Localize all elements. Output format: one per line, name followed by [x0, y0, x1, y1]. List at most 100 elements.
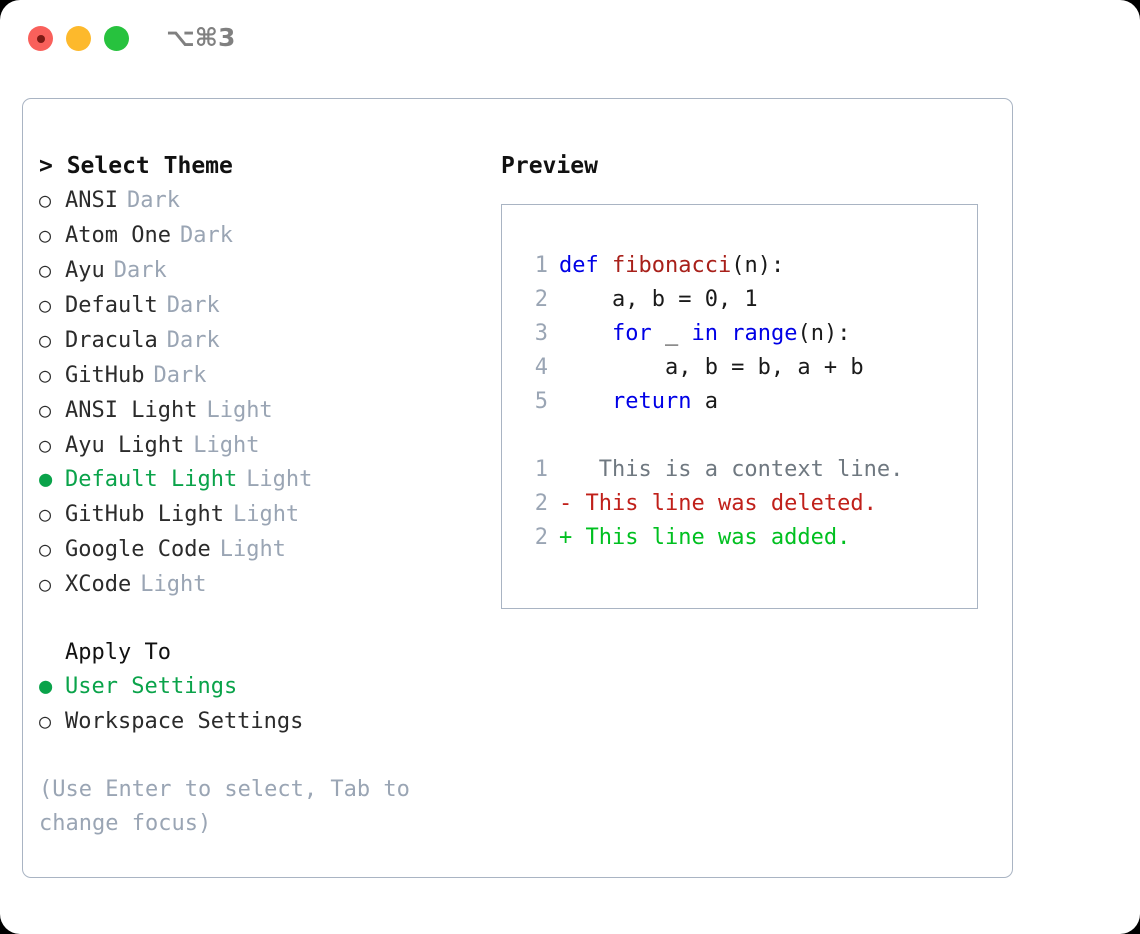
theme-option-category: Light [219, 537, 286, 562]
radio-icon: ○ [39, 328, 52, 352]
theme-option-label: ANSI Light [65, 398, 198, 423]
diff-line-deleted: 2 - This line was deleted. [518, 487, 977, 521]
line-number: 2 [534, 525, 548, 550]
radio-icon: ○ [39, 188, 52, 212]
window-titlebar: ⌥⌘3 [0, 0, 1140, 78]
diff-text: This line was added. [572, 525, 851, 550]
code-blank-line [518, 419, 977, 453]
theme-option-category: Dark [166, 293, 220, 318]
diff-text: This line was deleted. [572, 491, 877, 516]
maximize-window-button[interactable] [104, 26, 129, 51]
theme-option-label: Google Code [65, 537, 211, 562]
theme-option-label: GitHub Light [65, 502, 224, 527]
theme-option-dracula-dark[interactable]: ○ Dracula Dark [39, 323, 469, 358]
radio-icon: ○ [39, 433, 52, 457]
theme-option-category: Light [206, 398, 273, 423]
apply-to-section: Apply To ● User Settings ○ Workspace Set… [39, 636, 469, 739]
diff-line-added: 2 + This line was added. [518, 521, 977, 555]
theme-option-label: XCode [65, 572, 132, 597]
theme-option-category: Dark [153, 363, 207, 388]
code-token-plain: a [691, 389, 718, 414]
radio-icon: ○ [39, 398, 52, 422]
theme-option-list: ○ ANSI Dark ○ Atom One Dark ○ Ayu Dark [39, 183, 469, 602]
theme-option-label: Ayu Light [65, 433, 185, 458]
line-number: 1 [534, 457, 548, 482]
close-window-button[interactable] [28, 26, 53, 51]
radio-selected-icon: ● [39, 467, 53, 492]
diff-marker: + [559, 525, 573, 550]
code-token-keyword: return [611, 389, 692, 414]
theme-option-category: Light [140, 572, 207, 597]
line-number: 2 [534, 287, 548, 312]
code-token-plain [559, 317, 612, 351]
theme-option-label: Ayu [65, 258, 105, 283]
theme-selection-pane: > Select Theme ○ ANSI Dark ○ Atom One Da… [39, 149, 469, 841]
code-line: 1 def fibonacci (n): [518, 249, 977, 283]
theme-option-ansi-light[interactable]: ○ ANSI Light Light [39, 393, 469, 428]
theme-option-label: ANSI [65, 188, 118, 213]
radio-icon: ○ [39, 572, 52, 596]
code-token-plain: a, b = b, a + b [559, 355, 864, 380]
select-theme-heading: > Select Theme [39, 153, 233, 179]
theme-option-google-code[interactable]: ○ Google Code Light [39, 532, 469, 567]
code-token-plain: (n): [797, 321, 851, 346]
theme-option-label: Atom One [65, 223, 171, 248]
theme-option-github-dark[interactable]: ○ GitHub Dark [39, 358, 469, 393]
code-token-plain: (n): [731, 253, 785, 278]
theme-option-label: Default [65, 293, 158, 318]
code-token-plain [718, 317, 731, 351]
line-number: 1 [534, 253, 548, 278]
theme-option-category: Dark [113, 258, 167, 283]
radio-icon: ○ [39, 223, 52, 247]
theme-option-category: Dark [166, 328, 220, 353]
theme-option-category: Light [232, 502, 300, 527]
diff-line-context: 1 This is a context line. [518, 453, 977, 487]
theme-option-category: Dark [126, 188, 180, 213]
theme-option-label: GitHub [65, 363, 145, 388]
theme-option-github-light[interactable]: ○ GitHub Light Light [39, 497, 469, 532]
diff-marker: - [559, 491, 573, 516]
apply-to-option-workspace-settings[interactable]: ○ Workspace Settings [39, 704, 469, 739]
preview-heading: Preview [501, 153, 598, 179]
apply-to-option-label: Workspace Settings [65, 709, 304, 734]
theme-option-category: Light [246, 467, 313, 492]
code-token-keyword: for [611, 321, 652, 346]
apply-to-option-label: User Settings [65, 674, 238, 699]
keyboard-hint-text: (Use Enter to select, Tab to change focu… [39, 777, 424, 836]
code-line: 4 a, b = b, a + b [518, 351, 977, 385]
theme-option-default-light[interactable]: ● Default Light Light [39, 463, 469, 497]
code-token-keyword: in [691, 321, 718, 346]
traffic-light-group [28, 26, 129, 51]
apply-to-heading: Apply To [65, 640, 171, 665]
code-token-plain: _ [651, 321, 692, 346]
radio-icon: ○ [39, 537, 52, 561]
radio-icon: ○ [39, 363, 52, 387]
theme-option-ayu-dark[interactable]: ○ Ayu Dark [39, 253, 469, 288]
code-token-keyword: def [559, 253, 612, 278]
theme-option-ayu-light[interactable]: ○ Ayu Light Light [39, 428, 469, 463]
theme-option-category: Light [193, 433, 260, 458]
line-number: 3 [534, 321, 548, 346]
radio-selected-icon: ● [39, 674, 53, 699]
line-number: 2 [534, 491, 548, 516]
minimize-window-button[interactable] [66, 26, 91, 51]
theme-option-default-dark[interactable]: ○ Default Dark [39, 288, 469, 323]
radio-icon: ○ [39, 709, 52, 733]
theme-option-ansi-dark[interactable]: ○ ANSI Dark [39, 183, 469, 218]
preview-box: 1 def fibonacci (n): 2 a, b = 0, 1 3 for [501, 204, 978, 609]
radio-icon: ○ [39, 258, 52, 282]
code-line: 2 a, b = 0, 1 [518, 283, 977, 317]
preview-pane: Preview 1 def fibonacci (n): 2 a, b = 0,… [501, 149, 987, 609]
keyboard-shortcut-label: ⌥⌘3 [166, 23, 236, 52]
theme-option-xcode[interactable]: ○ XCode Light [39, 567, 469, 602]
theme-picker-card: > Select Theme ○ ANSI Dark ○ Atom One Da… [22, 98, 1013, 878]
line-number: 4 [534, 355, 548, 380]
diff-text: This is a context line. [572, 457, 904, 482]
code-line: 3 for _ in range (n): [518, 317, 977, 351]
code-token-function: fibonacci [611, 253, 732, 278]
apply-to-option-user-settings[interactable]: ● User Settings [39, 670, 469, 704]
code-token-plain: a, b = 0, 1 [559, 287, 758, 312]
diff-marker [559, 453, 572, 487]
theme-option-atom-one-dark[interactable]: ○ Atom One Dark [39, 218, 469, 253]
